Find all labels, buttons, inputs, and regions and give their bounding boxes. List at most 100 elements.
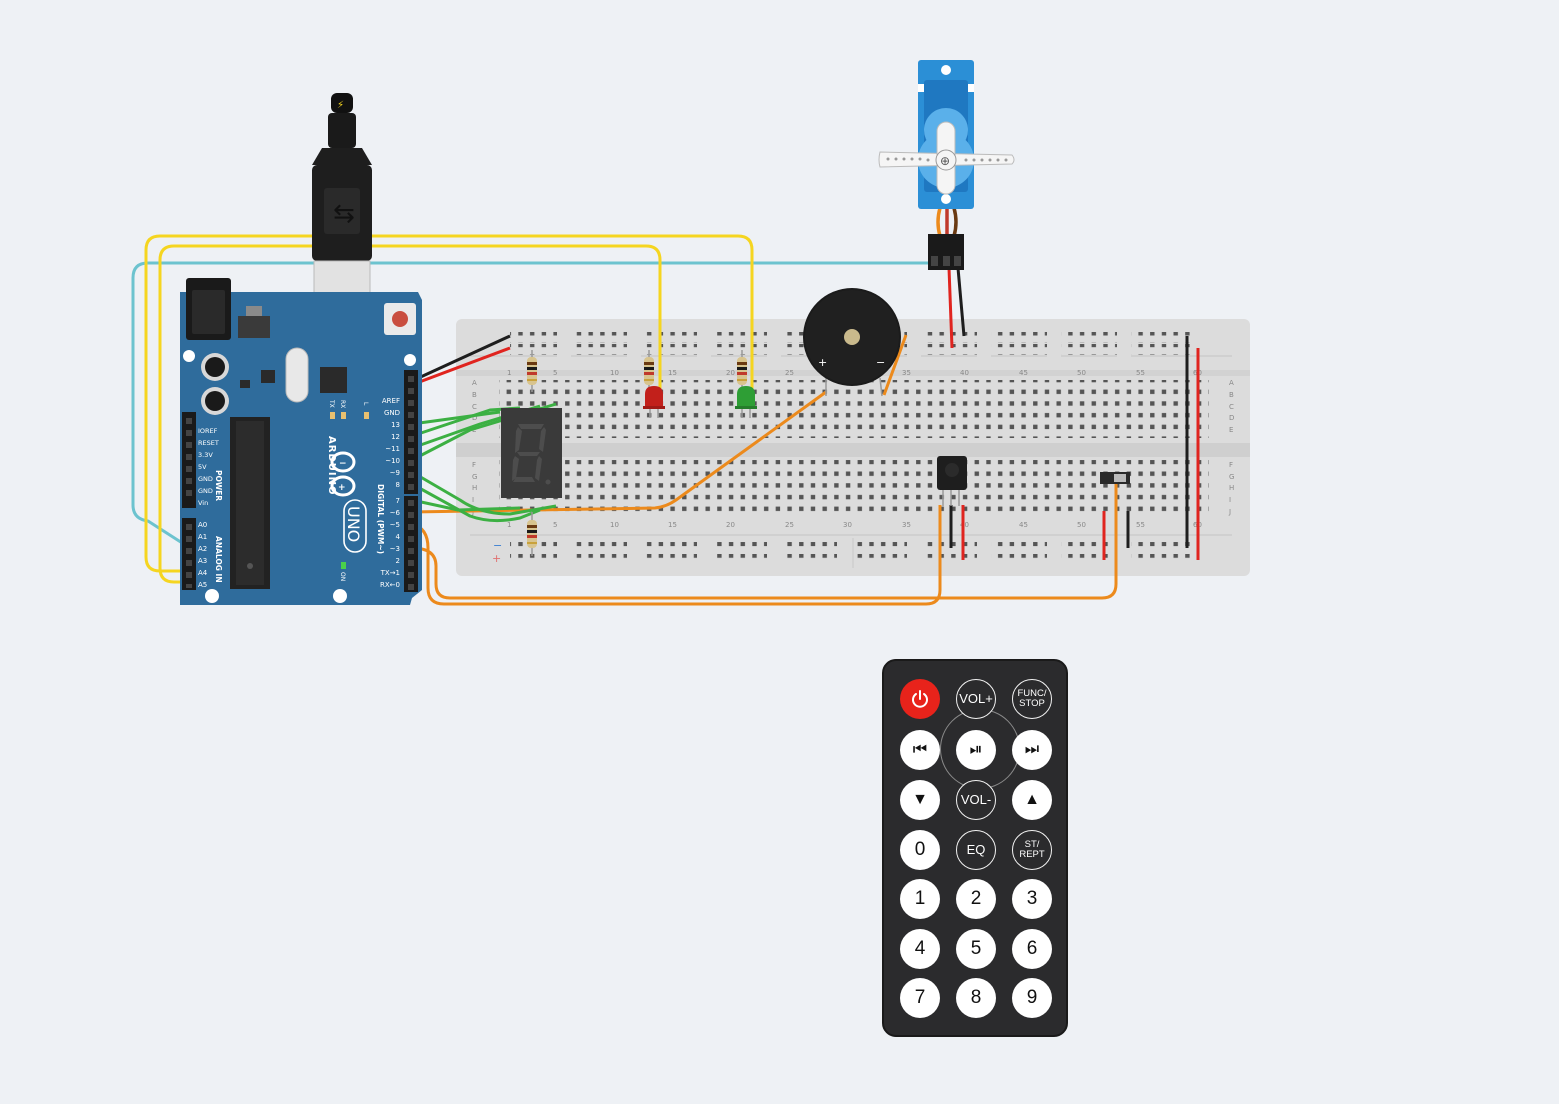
pin-label: RX←0: [380, 581, 400, 589]
digit-9-button[interactable]: 9: [1012, 978, 1052, 1018]
digital-header-label: DIGITAL (PWM~): [376, 484, 385, 554]
digit-2-button[interactable]: 2: [956, 879, 996, 919]
wire-green-seg-6[interactable]: [411, 482, 541, 523]
func-stop-button[interactable]: FUNC/ STOP: [1012, 679, 1052, 719]
vol-up-button[interactable]: VOL+: [956, 679, 996, 719]
row-letter: H: [472, 484, 477, 492]
led-red[interactable]: [643, 386, 665, 418]
wire-orange-buzzer-minus[interactable]: [882, 334, 908, 396]
col-number: 45: [1019, 521, 1028, 529]
col-number: 20: [726, 521, 735, 529]
mount-hole: [205, 589, 219, 603]
digit-0-button[interactable]: 0: [900, 830, 940, 870]
led-label-on: ON: [339, 572, 346, 581]
ir-remote[interactable]: VOL+ FUNC/ STOP ⏮ ⏯ ⏭ ▼ VOL- ▲ 0 EQ ST/ …: [882, 659, 1068, 1037]
col-number: 1: [507, 521, 511, 529]
digit-1-button[interactable]: 1: [900, 879, 940, 919]
led-label-l: L: [362, 402, 369, 406]
col-number: 20: [726, 369, 735, 377]
wire-yellow-green-led[interactable]: [144, 234, 754, 573]
pin-label: A5: [198, 581, 207, 589]
pin-label: 3.3V: [198, 451, 213, 459]
row-letter: A: [472, 379, 477, 387]
wire-cyan-servo-signal[interactable]: [131, 261, 930, 550]
row-letter: G: [472, 473, 477, 481]
row-letter: F: [1229, 461, 1233, 469]
digit-3-button[interactable]: 3: [1012, 879, 1052, 919]
buzzer-center: [844, 329, 860, 345]
col-number: 5: [553, 369, 557, 377]
pin-label: 12: [391, 433, 400, 441]
digit-6-button[interactable]: 6: [1012, 929, 1052, 969]
col-number: 50: [1077, 521, 1086, 529]
micro-servo[interactable]: ⊕: [878, 60, 1015, 270]
wire-orange-slide-switch[interactable]: [411, 480, 1118, 600]
pin-label: A4: [198, 569, 208, 577]
col-number: 15: [668, 369, 677, 377]
mount-hole: [183, 350, 195, 362]
arduino-uno-board[interactable]: IOREF RESET 3.3V 5V GND GND Vin POWER A0…: [180, 278, 422, 605]
rail-minus-label: −: [493, 539, 502, 552]
up-button[interactable]: ▲: [1012, 780, 1052, 820]
power-button[interactable]: [900, 679, 940, 719]
pin-label: 7: [396, 497, 400, 505]
led-rx: [341, 412, 346, 419]
wire-orange-buzzer[interactable]: [411, 390, 827, 514]
wire-black-servo-gnd[interactable]: [956, 267, 966, 337]
wire-orange-ir-receiver[interactable]: [411, 505, 942, 606]
triangle-down-icon: ▼: [912, 791, 928, 808]
pin-label: 13: [391, 421, 400, 429]
st-rept-button[interactable]: ST/ REPT: [1012, 830, 1052, 870]
terminal-strip-top: [499, 380, 1209, 438]
next-button[interactable]: ⏭: [1012, 730, 1052, 770]
pin-label: GND: [198, 475, 213, 483]
mount-hole: [333, 589, 347, 603]
digit-5-button[interactable]: 5: [956, 929, 996, 969]
wire-red-servo-power[interactable]: [947, 267, 954, 349]
seven-segment-display[interactable]: [501, 408, 562, 498]
vol-down-button[interactable]: VOL-: [956, 780, 996, 820]
buzzer-plus-label: +: [818, 356, 827, 369]
wire-green-seg-1[interactable]: [411, 410, 501, 426]
model-label: UNO: [344, 506, 363, 542]
pin-label: 4: [396, 533, 401, 541]
row-letter: I: [472, 496, 474, 504]
pin-label: 8: [396, 481, 400, 489]
digit-7-button[interactable]: 7: [900, 978, 940, 1018]
skip-forward-icon: ⏭: [1024, 741, 1040, 758]
row-letter: B: [472, 391, 477, 399]
resistor-top[interactable]: [527, 350, 537, 392]
col-number: 25: [785, 521, 794, 529]
slide-switch[interactable]: [1100, 472, 1130, 484]
brand-label: ARDUINO: [326, 436, 337, 495]
digit-4-button[interactable]: 4: [900, 929, 940, 969]
voltage-regulator: [238, 316, 270, 338]
led-label-tx: TX: [328, 399, 335, 408]
digit-8-button[interactable]: 8: [956, 978, 996, 1018]
uno-badge: [343, 499, 367, 553]
resistor-bottom[interactable]: [527, 512, 537, 556]
arduino-logo: − +: [330, 451, 356, 497]
power-icon: [912, 690, 928, 708]
pin-label: A3: [198, 557, 207, 565]
pin-label: ~3: [390, 545, 400, 553]
eq-button[interactable]: EQ: [956, 830, 996, 870]
pin-label: 2: [396, 557, 400, 565]
prev-button[interactable]: ⏮: [900, 730, 940, 770]
led-green[interactable]: [735, 386, 757, 418]
piezo-buzzer[interactable]: + −: [803, 288, 901, 397]
wire-green-seg-7[interactable]: [411, 498, 521, 512]
down-button[interactable]: ▼: [900, 780, 940, 820]
resistor-red-led[interactable]: [644, 350, 654, 392]
pin-label: AREF: [382, 397, 400, 405]
row-letter: B: [1229, 391, 1234, 399]
resistor-green-led[interactable]: [737, 350, 747, 392]
digital-header-lower[interactable]: [404, 496, 418, 592]
row-letter: J: [1228, 508, 1231, 516]
pin-label: ~5: [390, 521, 400, 529]
play-pause-button[interactable]: ⏯: [956, 730, 996, 770]
wire-yellow-red-led[interactable]: [158, 244, 662, 584]
digital-header-upper[interactable]: [404, 370, 418, 494]
ir-receiver[interactable]: [937, 456, 967, 506]
